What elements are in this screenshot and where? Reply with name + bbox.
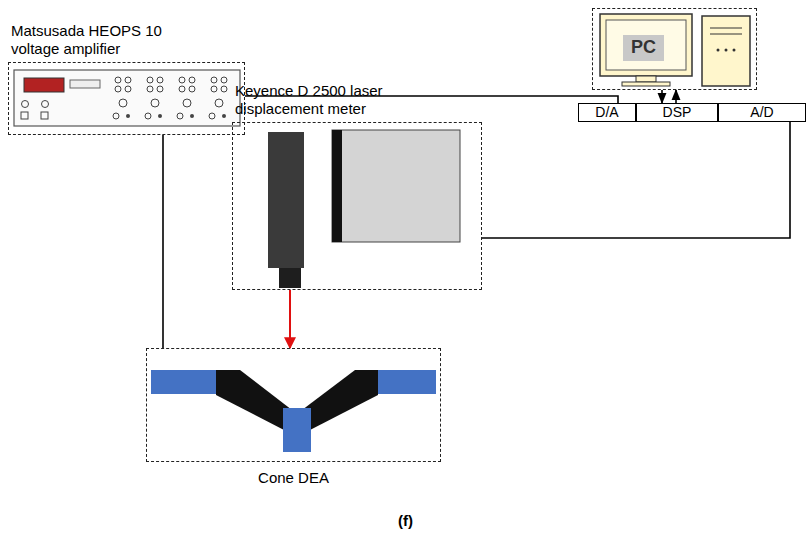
converter-box: D/A — [578, 103, 636, 122]
amplifier-drawing — [14, 70, 240, 126]
box-heading: Matsusada HEOPS 10 voltage amplifier — [11, 22, 181, 58]
signal-wire — [675, 90, 677, 103]
figure-caption: (f) — [0, 512, 811, 529]
signal-wire — [482, 122, 790, 238]
box-label: PC — [623, 35, 664, 61]
signal-wire — [661, 90, 663, 103]
laser-meter-drawing — [268, 130, 460, 288]
amplifier-box: Matsusada HEOPS 10 voltage amplifier — [8, 62, 245, 135]
computer-box: PC — [592, 8, 757, 90]
dsp-box: DSP — [636, 103, 718, 122]
cone-dea-box: Cone DEA — [146, 348, 441, 462]
laser-meter-box: Keyence D 2500 laser displacement meter — [232, 122, 482, 290]
laser-beam-arrow — [289, 290, 291, 348]
computer-drawing — [600, 14, 750, 86]
box-heading: Cone DEA — [147, 469, 440, 487]
signal-wire — [162, 135, 164, 348]
box-label: DSP — [663, 104, 692, 121]
box-label: A/D — [750, 104, 773, 121]
box-label: D/A — [595, 104, 618, 121]
cone-dea-drawing — [151, 370, 436, 452]
converter-box: A/D — [718, 103, 806, 122]
box-heading: Keyence D 2500 laser displacement meter — [235, 82, 415, 118]
